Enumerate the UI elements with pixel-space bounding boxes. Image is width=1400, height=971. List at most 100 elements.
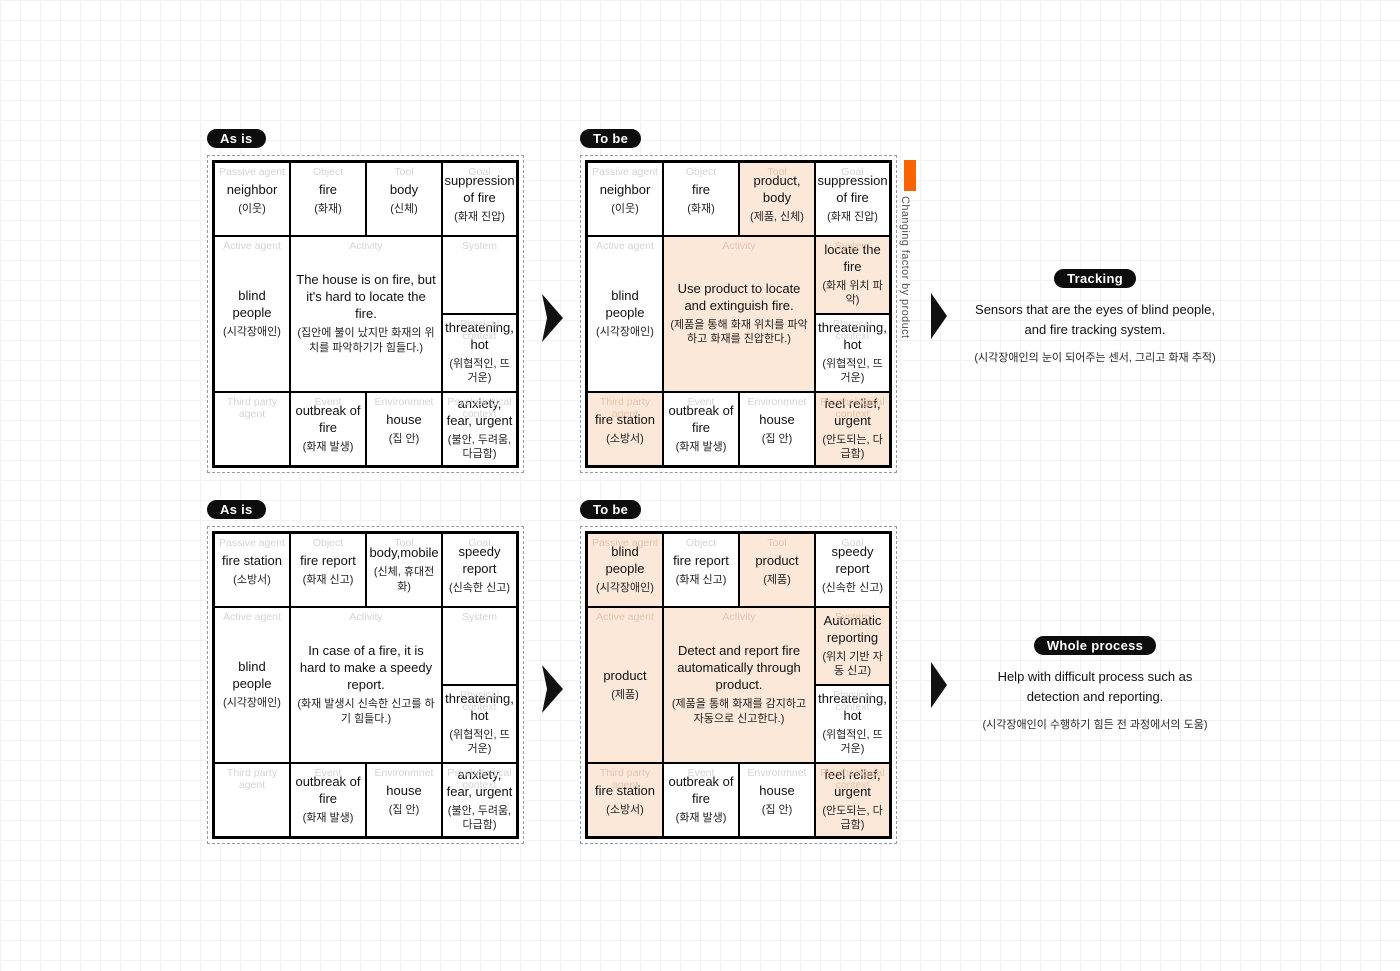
cell-header: System <box>461 611 497 623</box>
cell-value: neighbor <box>226 181 278 197</box>
cell-value: locate the fire <box>824 241 881 274</box>
annotation-line: and fire tracking system. <box>1024 322 1166 338</box>
cell-sub: (안도되는, 다급함) <box>822 804 883 832</box>
cell-sub: (시각장애인) <box>223 325 281 338</box>
cell-header: Activity <box>722 611 756 623</box>
cell-header: Activity <box>722 240 756 252</box>
annotation-line: Help with difficult process such as <box>997 669 1193 684</box>
cell-header: System <box>834 611 870 623</box>
cell-sub: (화재 발생) <box>675 811 727 824</box>
cell-header: Tool <box>767 166 787 178</box>
cell-sub: (집 안) <box>388 803 420 816</box>
cell-sub: (불안, 두려움, 다급함) <box>447 433 512 461</box>
cell-third-party-agent: Third party agent <box>215 764 289 836</box>
cell-sub: (신체) <box>390 202 418 215</box>
cell-header: Environmnet <box>747 396 807 408</box>
cell-value: blind people <box>232 288 272 321</box>
cell-header: System <box>461 240 497 252</box>
arrow-right-icon <box>542 294 563 342</box>
cell-sub: (시각장애인) <box>223 696 281 709</box>
cell-header: Third party agent <box>599 396 651 421</box>
cell-value: fire <box>318 181 338 197</box>
cell-header: Third party agent <box>226 767 278 792</box>
cell-header: Active agent <box>596 240 654 252</box>
cell-sub: (소방서) <box>606 432 644 445</box>
cell-sub: (신속한 신고) <box>822 581 883 594</box>
as-is-badge-bottom: As is <box>207 500 266 519</box>
cell-value: fire report <box>673 552 729 568</box>
cell-sub: (제품을 통해 화재 위치를 파악하고 화재를 진압한다.) <box>670 318 808 346</box>
cell-value: fire station <box>222 552 282 568</box>
arrow-right-icon <box>931 662 947 708</box>
cell-header: Psychological context <box>447 767 512 792</box>
cell-sub: (화재 발생) <box>302 440 354 453</box>
cell-value: blind people <box>605 288 645 321</box>
cell-value: threatening, hot <box>445 690 514 723</box>
cell-value: outbreak of fire <box>295 403 361 436</box>
cell-header: Passive agent <box>592 537 658 549</box>
tracking-badge: Tracking <box>1054 269 1136 288</box>
cell-value: anxiety, fear, urgent <box>446 766 513 799</box>
cell-system: System <box>443 608 516 684</box>
cell-header: Activity <box>349 611 383 623</box>
cell-value: outbreak of fire <box>668 774 734 807</box>
cell-header: Event <box>687 767 715 779</box>
cell-value: product, body <box>753 173 801 206</box>
annotation-line: detection and reporting. <box>1026 689 1164 705</box>
cell-header: Event <box>687 396 715 408</box>
whole-process-annotation: Whole process Help with difficult proces… <box>949 636 1241 732</box>
cell-header: Goal <box>468 166 491 178</box>
annotation-korean: (시각장애인의 눈이 되어주는 센서, 그리고 화재 추적) <box>974 352 1216 365</box>
cell-value: The house is on fire, but it's hard to l… <box>296 272 436 322</box>
cell-header: Environmnet <box>374 767 434 779</box>
cell-value: suppression of fire <box>817 173 888 206</box>
cell-sub: (화재 신고) <box>675 573 727 586</box>
cell-sub: (신체, 휴대전화) <box>373 566 435 593</box>
cell-value: In case of a fire, it is hard to make a … <box>299 643 433 693</box>
cell-header: Goal <box>841 537 864 549</box>
cell-value: house <box>759 782 795 798</box>
cell-value: Automatic reporting <box>823 612 882 645</box>
cell-header: Passive agent <box>219 166 285 178</box>
cell-active-agent: Active agent blind people (시각장애인) <box>215 237 289 391</box>
as-is-badge-top: As is <box>207 129 266 148</box>
cell-sub: (화재 발생시 신속한 신고를 하기 힘들다.) <box>297 697 435 725</box>
cell-value: threatening, hot <box>818 690 887 723</box>
cell-header: Physical context <box>832 318 873 343</box>
cell-header: Event <box>314 396 342 408</box>
cell-value: outbreak of fire <box>668 403 734 436</box>
annotation-korean: (시각장애인이 수행하기 힘든 전 과정에서의 도움) <box>982 719 1208 732</box>
cell-value: threatening, hot <box>818 319 887 352</box>
cell-value: feel relief, urgent <box>824 395 881 428</box>
cell-header: Object <box>312 537 344 549</box>
cell-value: speedy report <box>458 544 501 577</box>
cell-header: Environmnet <box>374 396 434 408</box>
cell-header: Object <box>312 166 344 178</box>
cell-sub: (집안에 불이 났지만 화재의 위치를 파악하기가 힘들다.) <box>297 326 435 354</box>
cell-sub: (이웃) <box>238 202 266 215</box>
cell-header: Active agent <box>223 240 281 252</box>
cell-value: Detect and report fire automatically thr… <box>677 643 801 693</box>
cell-header: Third party agent <box>599 767 651 792</box>
